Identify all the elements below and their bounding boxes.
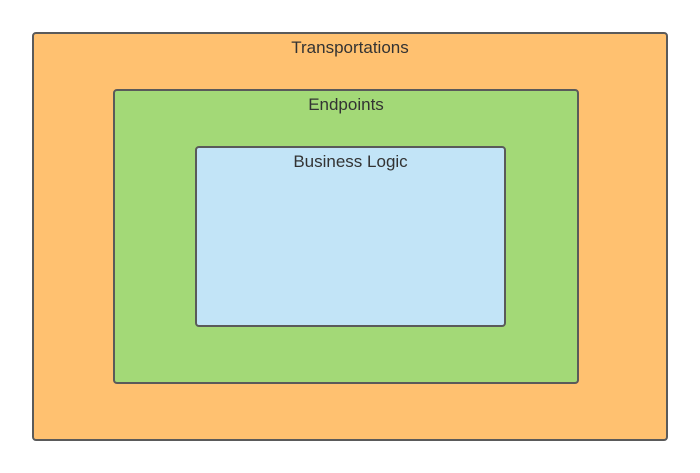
business-logic-label: Business Logic [293,152,408,171]
business-logic-layer: Business Logic [195,146,506,327]
transportations-label: Transportations [291,38,409,57]
endpoints-label: Endpoints [308,95,384,114]
